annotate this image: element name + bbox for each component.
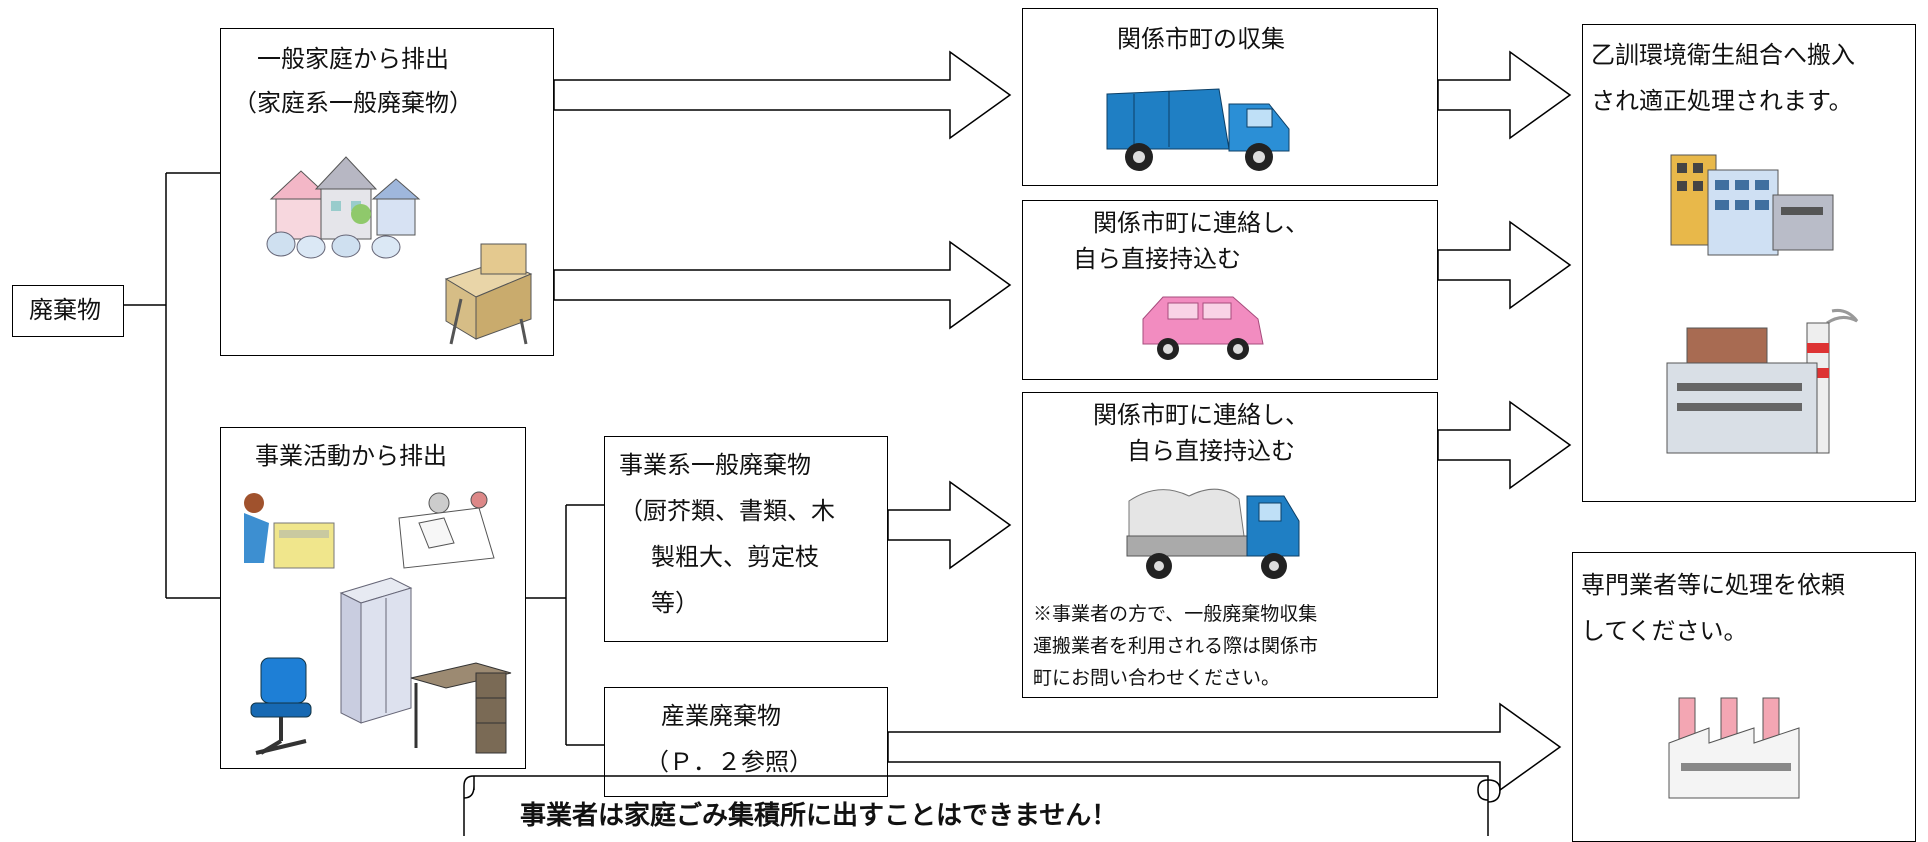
self-haul-household-box: 関係市町に連絡し、 自ら直接持込む: [1022, 200, 1438, 380]
self-haul-business-note-1: ※事業者の方で、一般廃棄物収集: [1033, 603, 1318, 625]
root-branch-line: [124, 172, 220, 599]
specialist-line-2: してください。: [1581, 617, 1748, 645]
business-general-line-4: 等）: [651, 589, 699, 617]
business-branch-line: [526, 504, 604, 746]
business-general-line-2: （厨芥類、書類、木: [619, 497, 835, 525]
household-title: 一般家庭から排出: [257, 45, 449, 73]
business-title: 事業活動から排出: [255, 442, 447, 470]
household-subtitle: （家庭系一般廃棄物）: [233, 89, 473, 117]
root-box: 廃棄物: [12, 285, 124, 337]
factory-icon: [1668, 697, 1800, 799]
arrow-household-collection: [553, 50, 1012, 140]
self-haul-business-note-3: 町にお問い合わせください。: [1033, 667, 1281, 689]
desk-icon: [410, 662, 512, 754]
household-box: 一般家庭から排出 （家庭系一般廃棄物）: [220, 28, 554, 356]
business-general-box: 事業系一般廃棄物 （厨芥類、書類、木 製粗大、剪定枝 等）: [604, 436, 888, 642]
self-haul-household-line-2: 自ら直接持込む: [1073, 245, 1241, 273]
arrow-business-selfhaul: [887, 480, 1012, 570]
arrow-industrial-specialist: [887, 702, 1562, 792]
industrial-line-1: 産業廃棄物: [661, 702, 781, 730]
otokun-line-1: 乙訓環境衛生組合へ搬入: [1591, 41, 1855, 69]
otokun-line-2: され適正処理されます。: [1591, 87, 1853, 115]
pink-car-icon: [1142, 296, 1264, 360]
industrial-line-2: （Ｐ．２参照）: [645, 748, 813, 776]
garbage-truck-icon: [1106, 88, 1290, 171]
self-haul-household-line-1: 関係市町に連絡し、: [1093, 209, 1309, 237]
broken-furniture-icon: [444, 243, 533, 345]
locker-icon: [339, 577, 413, 724]
business-box: 事業活動から排出: [220, 427, 526, 769]
houses-with-bags-icon: [266, 156, 421, 259]
office-chair-icon: [250, 657, 312, 755]
office-workers-icon: [244, 491, 495, 569]
self-haul-business-note-2: 運搬業者を利用される際は関係市: [1033, 635, 1319, 657]
self-haul-business-line-2: 自ら直接持込む: [1127, 437, 1295, 465]
collection-box: 関係市町の収集: [1022, 8, 1438, 186]
root-label: 廃棄物: [29, 296, 101, 324]
specialist-box: 専門業者等に処理を依頼 してください。: [1572, 552, 1916, 842]
self-haul-business-line-1: 関係市町に連絡し、: [1093, 401, 1309, 429]
arrow-collection-otokun: [1437, 50, 1572, 140]
arrow-selfhaulbiz-otokun: [1437, 400, 1572, 490]
collection-title: 関係市町の収集: [1117, 25, 1285, 53]
banner-text: 事業者は家庭ごみ集積所に出すことはできません！: [520, 801, 1118, 831]
specialist-line-1: 専門業者等に処理を依頼: [1581, 571, 1845, 599]
incineration-plant-icon: [1666, 309, 1859, 454]
otokun-box: 乙訓環境衛生組合へ搬入 され適正処理されます。: [1582, 24, 1916, 502]
city-building-icon: [1670, 154, 1834, 256]
dump-truck-icon: [1126, 488, 1300, 579]
arrow-selfhaul-otokun: [1437, 220, 1572, 310]
industrial-box: 産業廃棄物 （Ｐ．２参照）: [604, 687, 888, 797]
business-general-line-1: 事業系一般廃棄物: [619, 451, 811, 479]
business-general-line-3: 製粗大、剪定枝: [651, 543, 819, 571]
self-haul-business-box: 関係市町に連絡し、 自ら直接持込む ※事業者の方で、一般廃棄物収集 運搬業者を利…: [1022, 392, 1438, 698]
arrow-household-selfhaul: [553, 240, 1012, 330]
